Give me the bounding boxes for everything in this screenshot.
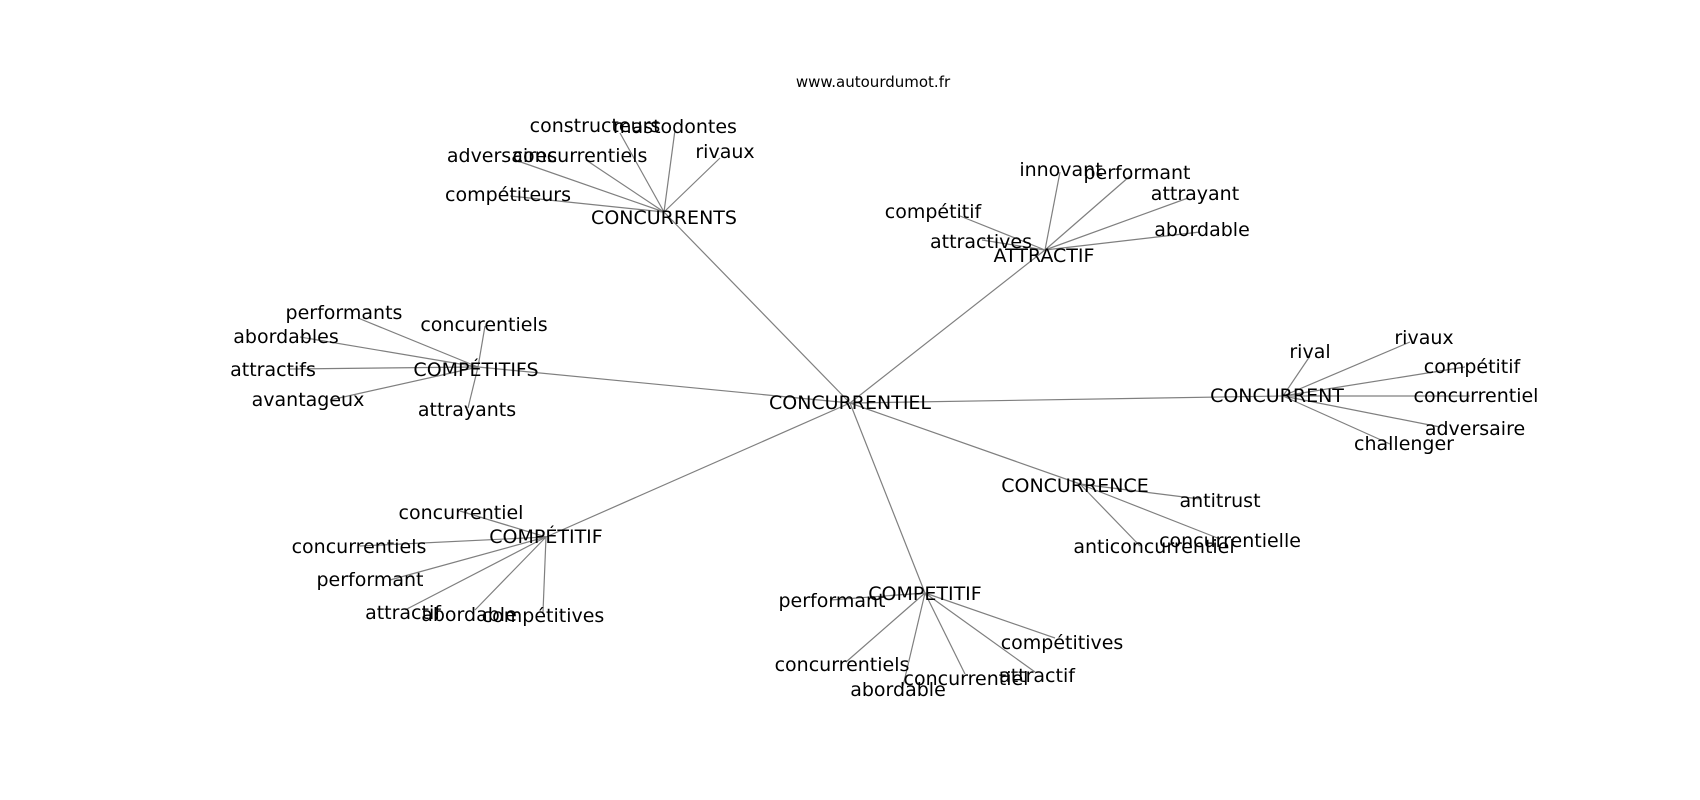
leaf-node-mastodontes[interactable]: mastodontes: [613, 116, 737, 138]
edge-attractif-performant: [1044, 175, 1131, 251]
leaf-node-abordable[interactable]: abordable: [1154, 219, 1250, 241]
hub-node-concurrents[interactable]: CONCURRENTS: [591, 207, 737, 229]
leaf-node-competitif[interactable]: compétitif: [1424, 356, 1522, 378]
leaf-node-performant[interactable]: performant: [1084, 162, 1191, 184]
edge-competitifs-attrayants: [467, 366, 479, 409]
leaf-node-concurrentiel[interactable]: concurrentiel: [904, 668, 1029, 690]
edge-concurrent-challenger: [1282, 395, 1391, 445]
edge-competitif-concurrentiel: [459, 510, 547, 538]
leaf-node-attractives[interactable]: attractives: [930, 231, 1032, 253]
edge-competitifs-abordables: [299, 336, 479, 368]
leaf-node-concurrentiel[interactable]: concurrentiel: [1414, 385, 1539, 407]
edge-attractif-attractives: [981, 239, 1046, 251]
edge-competitif-performant: [389, 536, 547, 581]
leaf-node-innovant[interactable]: innovant: [1019, 159, 1102, 181]
hub-node-concurrent[interactable]: CONCURRENT: [1210, 385, 1344, 407]
leaf-node-avantageux[interactable]: avantageux: [252, 389, 365, 411]
leaf-node-antitrust[interactable]: antitrust: [1179, 490, 1260, 512]
site-url: www.autourdumot.fr: [796, 73, 951, 91]
graph-edges: [289, 129, 1470, 687]
leaf-node-anticoncurrentiel[interactable]: anticoncurrentiel: [1073, 536, 1234, 558]
edge-concurrent-adversaire: [1282, 395, 1441, 428]
edge-center-competitif: [545, 402, 851, 538]
hub-node-competitifs[interactable]: COMPÉTITIFS: [413, 358, 538, 381]
leaf-node-concurrentiel[interactable]: concurrentiel: [399, 502, 524, 524]
edge-concurrent-rival: [1282, 355, 1311, 397]
leaf-node-concurentiels[interactable]: concurentiels: [420, 314, 547, 336]
leaf-node-concurrentiels[interactable]: concurrentiels: [513, 145, 648, 167]
leaf-node-adversaire[interactable]: adversaire: [1425, 418, 1525, 440]
edge-competitif-concurrentiels: [845, 592, 926, 663]
leaf-node-competitives[interactable]: compétitives: [482, 605, 605, 627]
edge-concurrents-concurrentiels: [585, 159, 665, 213]
leaf-node-adversaires[interactable]: adversaires: [447, 145, 557, 167]
edge-competitif-attractif: [924, 592, 1036, 673]
edge-attractif-abordable: [1044, 231, 1201, 251]
leaf-node-abordable[interactable]: abordable: [850, 679, 946, 701]
edge-concurrent-competitif: [1282, 366, 1466, 397]
leaf-node-challenger[interactable]: challenger: [1354, 433, 1454, 455]
leaf-node-rival[interactable]: rival: [1289, 341, 1330, 363]
edge-center-competitif: [849, 402, 926, 594]
edge-competitif-performant: [829, 592, 926, 601]
edge-competitif-concurrentiel: [924, 592, 966, 675]
leaf-node-performant[interactable]: performant: [317, 569, 424, 591]
leaf-node-competiteurs[interactable]: compétiteurs: [445, 184, 571, 206]
edge-competitifs-performants: [357, 317, 479, 368]
edge-competitifs-avantageux: [329, 366, 479, 401]
edge-center-competitifs: [477, 366, 851, 404]
leaf-node-abordable[interactable]: abordable: [421, 604, 517, 626]
leaf-node-performants[interactable]: performants: [286, 302, 403, 324]
edge-concurrents-constructeurs: [619, 132, 665, 213]
edge-attractif-competitif: [959, 215, 1046, 251]
edge-concurrents-mastodontes: [663, 129, 676, 213]
edge-attractif-innovant: [1044, 171, 1061, 251]
edge-competitifs-concurentiels: [477, 325, 486, 368]
edge-competitif-competitives: [542, 536, 547, 613]
leaf-node-competitif[interactable]: compétitif: [885, 201, 983, 223]
edge-competitifs-attractifs: [289, 366, 479, 370]
leaf-node-competitives[interactable]: compétitives: [1001, 632, 1124, 654]
leaf-node-attrayants[interactable]: attrayants: [418, 399, 516, 421]
leaf-node-attractif[interactable]: attractif: [999, 665, 1076, 687]
edge-competitif-abordable: [902, 592, 926, 687]
leaf-node-concurrentiels[interactable]: concurrentiels: [775, 654, 910, 676]
leaf-node-performant[interactable]: performant: [779, 590, 886, 612]
edge-center-concurrent: [849, 395, 1284, 404]
hub-node-concurrence[interactable]: CONCURRENCE: [1001, 475, 1149, 497]
edge-competitif-abordable: [474, 536, 547, 611]
leaf-node-constructeurs[interactable]: constructeurs: [530, 115, 661, 137]
leaf-node-attractifs[interactable]: attractifs: [230, 359, 316, 381]
edge-competitif-concurrentiels: [359, 536, 547, 547]
hub-node-competitif[interactable]: COMPÉTITIF: [489, 525, 602, 548]
edge-attractif-attrayant: [1044, 197, 1189, 251]
leaf-node-concurrentiels[interactable]: concurrentiels: [292, 536, 427, 558]
leaf-node-rivaux[interactable]: rivaux: [695, 141, 754, 163]
leaf-node-attrayant[interactable]: attrayant: [1151, 183, 1239, 205]
leaf-node-attractif[interactable]: attractif: [365, 602, 442, 624]
edge-competitif-competitives: [924, 592, 1056, 639]
edge-concurrents-competiteurs: [509, 195, 665, 213]
hub-node-competitif[interactable]: COMPETITIF: [868, 583, 981, 605]
edge-concurrent-rivaux: [1282, 341, 1411, 397]
edge-concurrence-concurrentielle: [1079, 483, 1221, 540]
edge-concurrents-adversaires: [514, 159, 665, 213]
edge-concurrents-rivaux: [663, 157, 721, 213]
hub-node-attractif[interactable]: ATTRACTIF: [994, 245, 1095, 267]
leaf-node-abordables[interactable]: abordables: [233, 326, 338, 348]
graph-labels: constructeursmastodontesadversairesconcu…: [230, 115, 1538, 701]
center-node[interactable]: CONCURRENTIEL: [769, 392, 931, 414]
edge-center-concurrents: [663, 211, 851, 404]
edge-concurrence-antitrust: [1079, 483, 1201, 500]
edge-center-concurrence: [849, 402, 1081, 485]
leaf-node-concurrentielle[interactable]: concurrentielle: [1159, 530, 1301, 552]
edge-concurrence-anticoncurrentiel: [1079, 483, 1141, 547]
edge-center-attractif: [849, 249, 1046, 404]
leaf-node-rivaux[interactable]: rivaux: [1394, 327, 1453, 349]
edge-competitif-attractif: [404, 536, 547, 611]
